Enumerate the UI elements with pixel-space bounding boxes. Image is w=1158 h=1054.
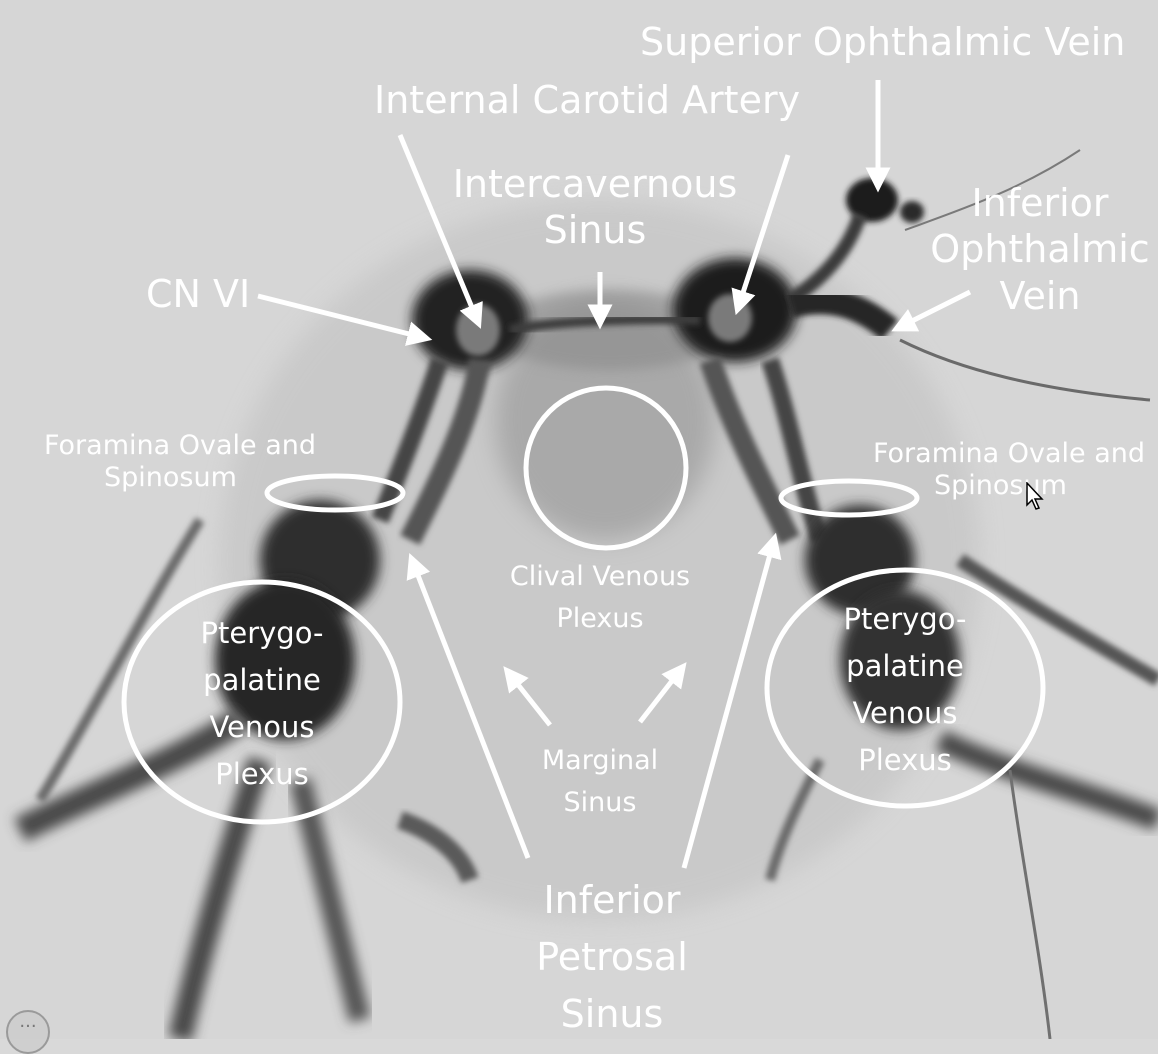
label-marginal-line2: Sinus (563, 786, 637, 818)
foramina-right-ellipse (778, 478, 920, 518)
label-internal-carotid-artery: Internal Carotid Artery (374, 78, 801, 122)
label-intercavernous-line1: Intercavernous (452, 162, 738, 206)
label-ptery-left-line2: palatine (203, 662, 321, 697)
ophthalmic-veins (786, 149, 1151, 402)
label-iov-line2: Ophthalmic (930, 227, 1150, 272)
ica-left-arrow (397, 134, 483, 329)
ellipsis-icon[interactable]: ··· (6, 1010, 50, 1054)
label-foramina-left: Foramina Ovale and Spinosum (32, 430, 328, 495)
label-clival-line1: Clival Venous (509, 561, 691, 592)
label-iov-line3: Vein (999, 273, 1081, 318)
label-foramina-left-line2: Spinosum (104, 462, 237, 494)
label-ptery-left-line3: Venous (209, 709, 315, 744)
label-foramina-right-line1: Foramina Ovale and (872, 438, 1146, 469)
label-clival-line2: Plexus (556, 602, 644, 634)
ptery-left-circle (121, 579, 403, 825)
label-cn-vi: CN VI (146, 272, 251, 316)
label-marginal-sinus: Marginal Sinus (520, 740, 680, 824)
mouse-pointer-icon (1026, 482, 1044, 510)
label-ptery-right-line1: Pterygo- (843, 602, 967, 636)
label-foramina-right: Foramina Ovale and Spinosum (862, 438, 1156, 503)
label-ptery-right-line4: Plexus (858, 742, 952, 777)
label-clival-venous-plexus: Clival Venous Plexus (500, 556, 700, 640)
label-intercavernous-sinus: Intercavernous Sinus (450, 162, 740, 253)
label-intercavernous-line2: Sinus (543, 207, 647, 252)
marginal-right-arrow (638, 662, 687, 724)
clival-plexus-circle (523, 385, 689, 551)
marginal-left-arrow (503, 666, 552, 727)
label-inferior-petrosal-sinus: Inferior Petrosal Sinus (512, 872, 712, 1043)
label-foramina-left-line1: Foramina Ovale and (43, 430, 317, 461)
label-ptery-right-line3: Venous (852, 695, 958, 730)
label-ips-line1: Inferior (543, 878, 681, 922)
left-pterygoid-vessels (14, 500, 479, 1039)
foramina-left-ellipse (264, 473, 406, 513)
label-ips-line3: Sinus (560, 992, 664, 1036)
label-iov-line1: Inferior (971, 181, 1109, 225)
label-ptery-left-line1: Pterygo- (200, 616, 324, 650)
label-marginal-line1: Marginal (541, 745, 659, 776)
label-ips-line2: Petrosal (536, 935, 688, 979)
iov-arrow (891, 289, 972, 332)
label-ptery-right-line2: palatine (846, 648, 964, 683)
ica-right-arrow (731, 154, 791, 316)
label-inferior-ophthalmic-vein: Inferior Ophthalmic Vein (925, 180, 1155, 319)
cn-vi-arrow (257, 293, 433, 346)
label-ptery-right: Pterygo- palatine Venous Plexus (823, 596, 987, 784)
ptery-right-circle (764, 567, 1046, 809)
label-superior-ophthalmic-vein: Superior Ophthalmic Vein (640, 20, 1126, 64)
label-foramina-right-line2: Spinosum (934, 470, 1067, 502)
ips-left-arrow (406, 553, 531, 859)
ips-right-arrow (681, 532, 782, 869)
label-ptery-left: Pterygo- palatine Venous Plexus (180, 610, 344, 798)
label-ptery-left-line4: Plexus (215, 756, 309, 791)
